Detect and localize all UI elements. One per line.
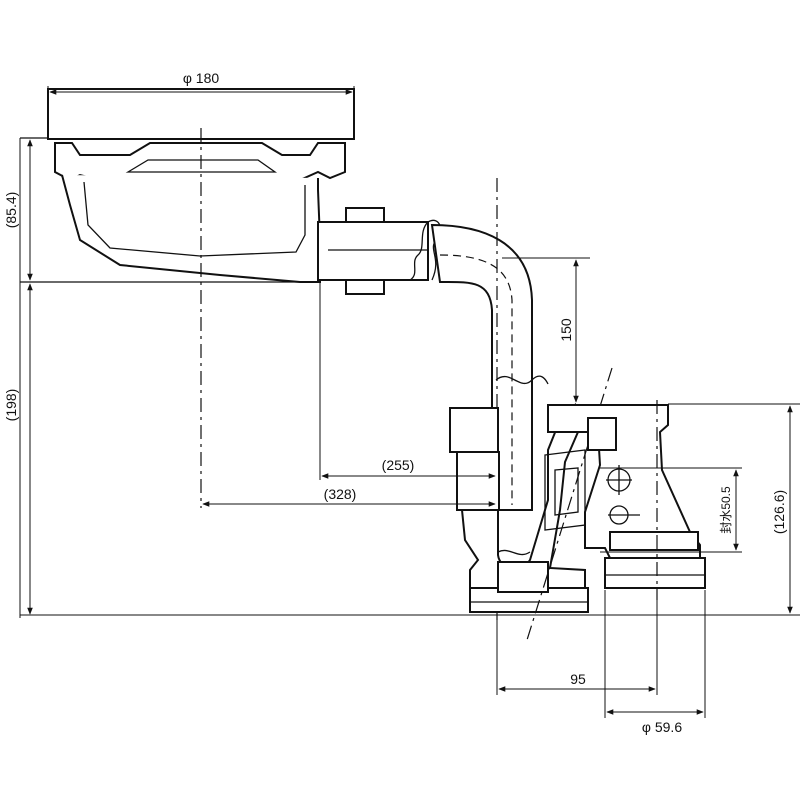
dim-outlet-height: (126.6) bbox=[771, 490, 787, 534]
dim-total-height: (198) bbox=[3, 389, 19, 422]
trap-body bbox=[449, 367, 613, 641]
trap-outlet-body bbox=[547, 400, 706, 600]
dim-trap-height: 150 bbox=[558, 318, 574, 342]
outlet-pipe bbox=[317, 207, 442, 295]
dim-seal-depth: 封水50.5 bbox=[719, 486, 733, 534]
dim-basket-height: (85.4) bbox=[3, 192, 19, 229]
s-bend-pipe bbox=[430, 178, 549, 620]
sink-basket bbox=[20, 88, 355, 508]
dim-offset-inner: (255) bbox=[382, 457, 415, 473]
dim-basket-diameter: φ 180 bbox=[183, 70, 220, 86]
dim-offset-outer: (328) bbox=[324, 486, 357, 502]
dim-outlet-diameter: φ 59.6 bbox=[642, 719, 682, 735]
dimension-lines bbox=[19, 86, 800, 718]
dim-outlet-offset: 95 bbox=[570, 671, 586, 687]
